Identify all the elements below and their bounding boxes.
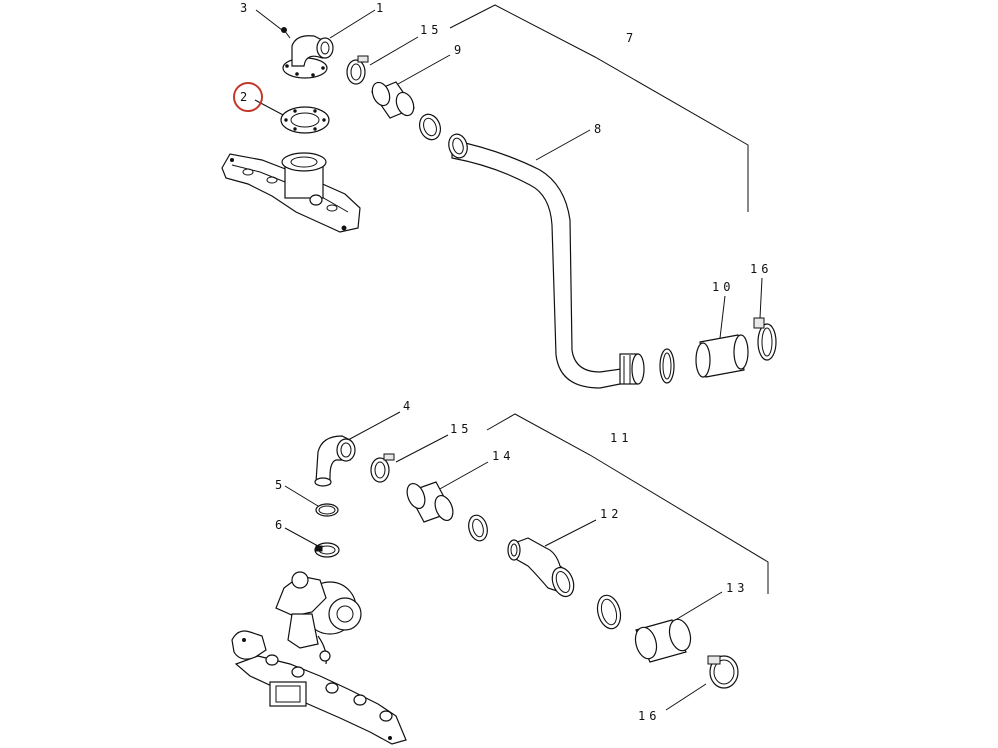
part-5-o-ring[interactable]	[284, 485, 339, 517]
callout-6[interactable]: 6	[275, 518, 286, 532]
callout-14[interactable]: 14	[492, 449, 514, 463]
part-15-clamp-lower[interactable]	[370, 434, 449, 483]
callout-1[interactable]: 1	[376, 1, 387, 15]
ring-middle[interactable]	[659, 348, 675, 384]
turbocharger-exhaust-manifold	[231, 571, 407, 745]
callout-9[interactable]: 9	[454, 43, 465, 57]
part-6-clamp[interactable]	[284, 527, 340, 558]
part-2-gasket[interactable]	[254, 99, 330, 134]
part-10-sleeve[interactable]	[695, 295, 749, 378]
callout-12[interactable]: 12	[600, 507, 622, 521]
callout-11[interactable]: 11	[610, 431, 632, 445]
part-4-elbow[interactable]	[314, 411, 401, 487]
highlight-circle	[233, 82, 263, 112]
part-13-sleeve[interactable]	[632, 591, 723, 663]
callout-8[interactable]: 8	[594, 122, 605, 136]
part-16-clamp-lower[interactable]	[665, 655, 739, 711]
part-12-reducer[interactable]	[507, 519, 597, 600]
callout-5[interactable]: 5	[275, 478, 286, 492]
intake-manifold	[221, 152, 361, 233]
callout-10[interactable]: 10	[712, 280, 734, 294]
bracket-group-7	[449, 4, 749, 212]
callout-3[interactable]: 3	[240, 1, 251, 15]
part-15-clamp-upper[interactable]	[346, 36, 419, 85]
part-9-sleeve[interactable]	[369, 54, 451, 119]
callout-4[interactable]: 4	[403, 399, 414, 413]
part-3-screw[interactable]	[255, 9, 291, 39]
callout-13[interactable]: 13	[726, 581, 748, 595]
ring-lower-b[interactable]	[594, 593, 624, 632]
bracket-group-11	[486, 413, 769, 594]
callout-15-upper[interactable]: 15	[420, 23, 442, 37]
callout-16-upper[interactable]: 16	[750, 262, 772, 276]
part-8-pipe[interactable]	[446, 129, 645, 389]
ring-upper[interactable]	[416, 111, 444, 142]
part-1-elbow-flange[interactable]	[282, 9, 376, 79]
callout-15-lower[interactable]: 15	[450, 422, 472, 436]
callout-7[interactable]: 7	[626, 31, 637, 45]
callout-2[interactable]: 2	[240, 90, 251, 104]
part-16-clamp-upper[interactable]	[753, 277, 777, 361]
callout-16-lower[interactable]: 16	[638, 709, 660, 723]
part-14-sleeve[interactable]	[404, 461, 489, 523]
ring-lower-a[interactable]	[466, 513, 490, 543]
